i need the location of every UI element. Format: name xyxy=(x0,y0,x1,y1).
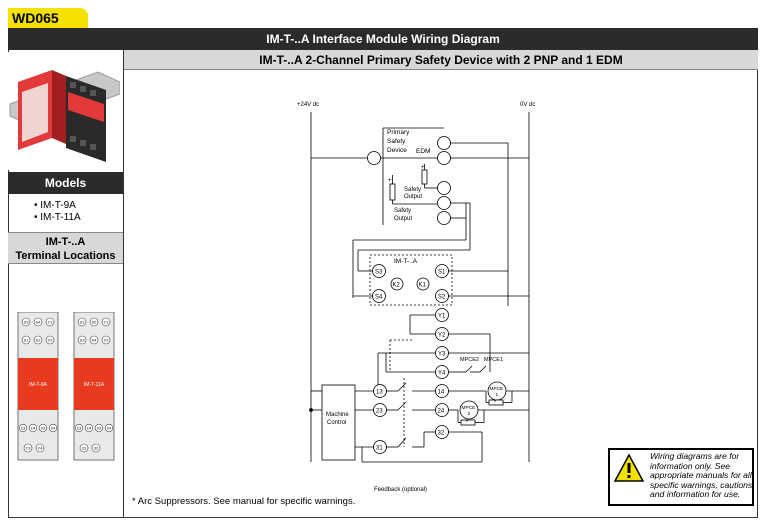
module-b-bottom-row-1: 13 14 23 24 xyxy=(74,423,114,433)
terminal-heading-line2: Terminal Locations xyxy=(15,250,116,262)
psd-label: Primary xyxy=(387,129,410,136)
relay-k1-label: K1 xyxy=(419,283,427,289)
mpce1-coil-label: 1 xyxy=(496,392,499,398)
terminal-locations-heading: IM-T-..A Terminal Locations xyxy=(8,232,123,264)
module-name: IM-T-..A xyxy=(394,258,418,265)
product-photo xyxy=(8,52,120,170)
mpce1-contact-label: MPCE1 xyxy=(484,357,503,363)
rail-plus-label: +24V dc xyxy=(297,102,319,108)
terminal-label: S2 xyxy=(438,295,446,301)
module-a-top-row-1: S3 S4 Y1 xyxy=(21,317,55,327)
terminal-label: S4 xyxy=(92,338,98,343)
page-title: IM-T-..A Interface Module Wiring Diagram xyxy=(8,28,758,50)
mpce2-contact-label: MPCE2 xyxy=(460,357,479,363)
svg-text:+: + xyxy=(388,178,392,184)
safety-output-label: Output xyxy=(404,194,422,200)
terminal-label: 24 xyxy=(107,426,112,431)
svg-text:*: * xyxy=(466,420,468,426)
mpce2-coil-label: 2 xyxy=(468,411,471,417)
module-a-bottom-row-2: Y3 Y4 xyxy=(23,443,45,453)
safety-output-label: Output xyxy=(394,216,412,222)
terminal-label: Y2 xyxy=(438,333,446,339)
left-wiring xyxy=(377,352,436,385)
terminal-label: Y2 xyxy=(48,338,54,343)
terminal-label: S2 xyxy=(36,338,42,343)
module-b-bottom-row-2: 31 32 xyxy=(79,443,101,453)
machine-control-label: Machine xyxy=(326,412,349,418)
document-tab: WD065 xyxy=(8,8,88,28)
terminal-label: S1 xyxy=(438,270,446,276)
module-b-top-row-1: S1 S2 Y1 xyxy=(77,317,111,327)
wiring-diagram: +24V dc 0V dc Primary Safety Device EDM … xyxy=(297,102,535,493)
primary-safety-device: Primary Safety Device EDM + + Safety Out… xyxy=(311,127,529,306)
terminal-label: Y4 xyxy=(38,446,44,451)
terminal-heading-line1: IM-T-..A xyxy=(45,236,86,248)
terminal-label: 31 xyxy=(82,446,87,451)
module-b-top-row-2: S3 S4 Y2 xyxy=(77,335,111,345)
sidebar xyxy=(8,50,124,518)
terminal-label: 31 xyxy=(376,446,383,452)
terminal-label: S2 xyxy=(92,320,98,325)
terminal-label: S1 xyxy=(80,320,86,325)
relay-k2-label: K2 xyxy=(393,283,401,289)
terminal-label: S1 xyxy=(24,338,30,343)
terminal-label: 32 xyxy=(94,446,99,451)
terminal-label: Y4 xyxy=(438,371,446,377)
mpce1-coil-label: MPCE xyxy=(490,386,504,392)
psd-label: Device xyxy=(387,147,407,154)
terminal-label: S4 xyxy=(36,320,42,325)
terminal-label: Y3 xyxy=(438,352,446,358)
terminal-label: 13 xyxy=(376,390,383,396)
terminal-label: 32 xyxy=(438,431,445,437)
right-terminals: S1 S2 Y1 Y2 Y3 Y4 14 24 32 xyxy=(409,264,529,439)
rail-zero-label: 0V dc xyxy=(520,102,535,108)
warning-box: Wiring diagrams are for information only… xyxy=(608,448,754,506)
mpce2-coil-label: MPCE xyxy=(462,405,476,411)
svg-text:+: + xyxy=(421,165,425,171)
feedback-label: Feedback (optional) xyxy=(374,487,427,493)
terminal-label: Y3 xyxy=(26,446,32,451)
arc-suppressor-label: * xyxy=(494,400,496,406)
terminal-label: 14 xyxy=(31,426,36,431)
safety-output-label: Safety xyxy=(394,208,411,214)
diagram-subtitle: IM-T-..A 2-Channel Primary Safety Device… xyxy=(124,50,758,70)
models-heading: Models xyxy=(8,172,123,194)
warning-text: Wiring diagrams are for information only… xyxy=(650,451,753,500)
model-item: IM-T-9A xyxy=(34,200,81,212)
arc-suppressor-footnote: * Arc Suppressors. See manual for specif… xyxy=(132,496,356,507)
terminal-label: S3 xyxy=(24,320,30,325)
safety-output-label: Safety xyxy=(404,187,421,193)
terminal-label: 13 xyxy=(21,426,26,431)
psd-label: Safety xyxy=(387,138,406,145)
machine-control-label: Control xyxy=(327,420,346,426)
terminal-label: 23 xyxy=(97,426,102,431)
module-a-label: IM-T-9A xyxy=(29,382,47,388)
mpce-contacts: MPCE2 MPCE1 xyxy=(460,357,503,373)
warning-triangle-icon xyxy=(614,454,644,482)
terminal-label: Y1 xyxy=(104,320,110,325)
terminal-label: Y2 xyxy=(104,338,110,343)
terminal-label: S4 xyxy=(375,295,383,301)
terminal-label: 13 xyxy=(77,426,82,431)
terminal-label: 23 xyxy=(41,426,46,431)
module-b-label: IM-T-11A xyxy=(84,382,105,388)
module-a-top-row-2: S1 S2 Y2 xyxy=(21,335,55,345)
terminal-label: 24 xyxy=(438,409,445,415)
edm-label: EDM xyxy=(416,148,430,155)
model-item: IM-T-11A xyxy=(34,212,80,224)
module-a-bottom-row-1: 13 14 23 24 xyxy=(18,423,58,433)
terminal-label: S3 xyxy=(80,338,86,343)
terminal-locations-figure: IM-T-9A IM-T-11A S3 S4 Y1 S1 S2 Y2 13 14… xyxy=(17,312,115,461)
terminal-label: Y1 xyxy=(48,320,54,325)
terminal-label: 14 xyxy=(438,390,445,396)
terminal-label: 23 xyxy=(376,409,383,415)
interface-module: IM-T-..A S3 S4 K2 K1 xyxy=(352,203,471,306)
terminal-label: 24 xyxy=(51,426,56,431)
terminal-label: S3 xyxy=(375,270,383,276)
mpce-coils: MPCE 1 * MPCE 2 * xyxy=(457,381,529,426)
terminal-label: Y1 xyxy=(438,314,446,320)
machine-control-section: Machine Control 13 23 31 Feedback (o xyxy=(309,339,483,493)
terminal-label: 14 xyxy=(87,426,92,431)
models-list: IM-T-9A IM-T-11A xyxy=(34,200,81,224)
